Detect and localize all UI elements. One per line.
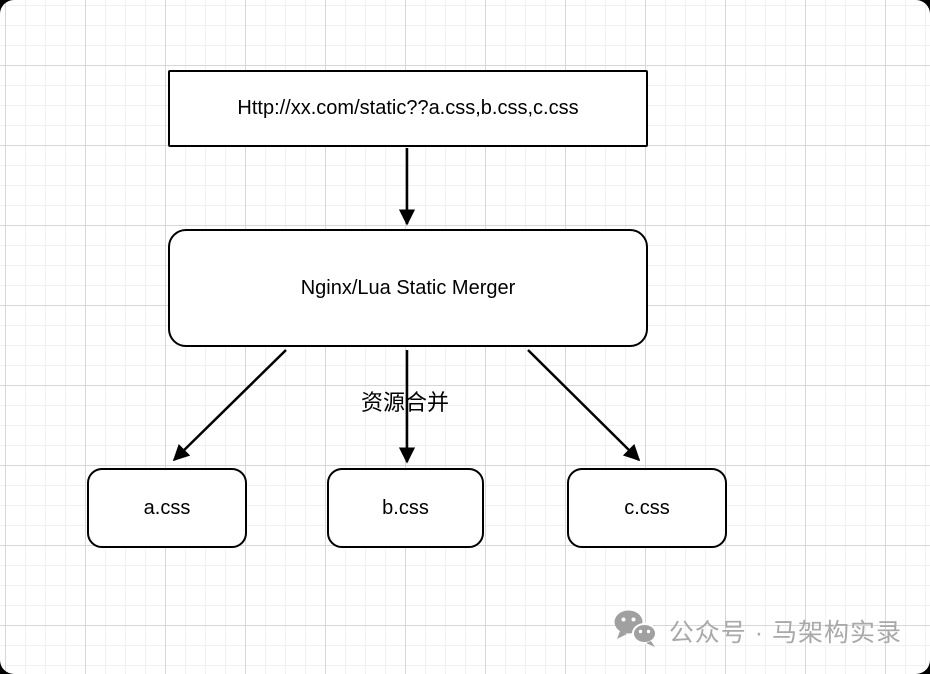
nginx-lua-merger-label: Nginx/Lua Static Merger: [300, 276, 516, 299]
arrow-merger-to-ccss: [527, 349, 641, 462]
css-file-label-a: a.css: [143, 496, 191, 519]
merge-edge-label: 资源合并: [360, 390, 449, 415]
url-request-label: Http://xx.com/static??a.css,b.css,c.css: [237, 97, 579, 119]
css-file-label-c: c.css: [624, 496, 670, 519]
wechat-icon: [613, 609, 659, 652]
nginx-lua-merger-box: Nginx/Lua Static Merger: [168, 229, 648, 347]
css-file-box-a: a.css: [87, 468, 247, 548]
css-file-box-b: b.css: [327, 468, 484, 548]
watermark-text: 公众号 · 马架构实录: [668, 618, 902, 647]
css-file-label-b: b.css: [382, 496, 429, 519]
url-request-box: Http://xx.com/static??a.css,b.css,c.css: [168, 70, 648, 147]
css-file-box-c: c.css: [567, 468, 727, 548]
watermark: 公众号 · 马架构实录: [613, 609, 902, 652]
arrow-merger-to-acss: [172, 349, 287, 462]
